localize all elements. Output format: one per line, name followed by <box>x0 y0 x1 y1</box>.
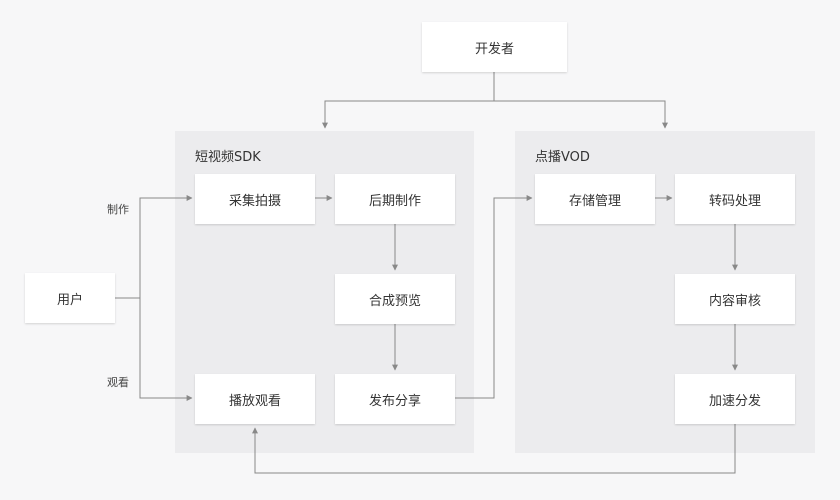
node-cdn-delivery: 加速分发 <box>675 374 795 424</box>
node-post-production: 后期制作 <box>335 174 455 224</box>
node-storage-mgmt: 存储管理 <box>535 174 655 224</box>
node-capture: 采集拍摄 <box>195 174 315 224</box>
edge-delivery-playback <box>252 424 736 474</box>
sdk-panel-title: 短视频SDK <box>195 150 261 165</box>
edge-developer-vod <box>494 100 668 129</box>
node-user: 用户 <box>25 273 115 323</box>
node-compose-preview: 合成预览 <box>335 274 455 324</box>
edge-publish-storage <box>455 195 533 399</box>
edge-user-watch <box>139 298 193 401</box>
vod-panel-title: 点播VOD <box>535 150 590 165</box>
node-content-review: 内容审核 <box>675 274 795 324</box>
edge-developer-sdk <box>322 100 494 129</box>
edge-label-make: 制作 <box>107 203 129 216</box>
edge-label-watch: 观看 <box>107 376 129 389</box>
node-developer: 开发者 <box>422 22 567 72</box>
edge-user-make <box>139 195 193 298</box>
node-publish-share: 发布分享 <box>335 374 455 424</box>
node-play-watch: 播放观看 <box>195 374 315 424</box>
node-transcode: 转码处理 <box>675 174 795 224</box>
